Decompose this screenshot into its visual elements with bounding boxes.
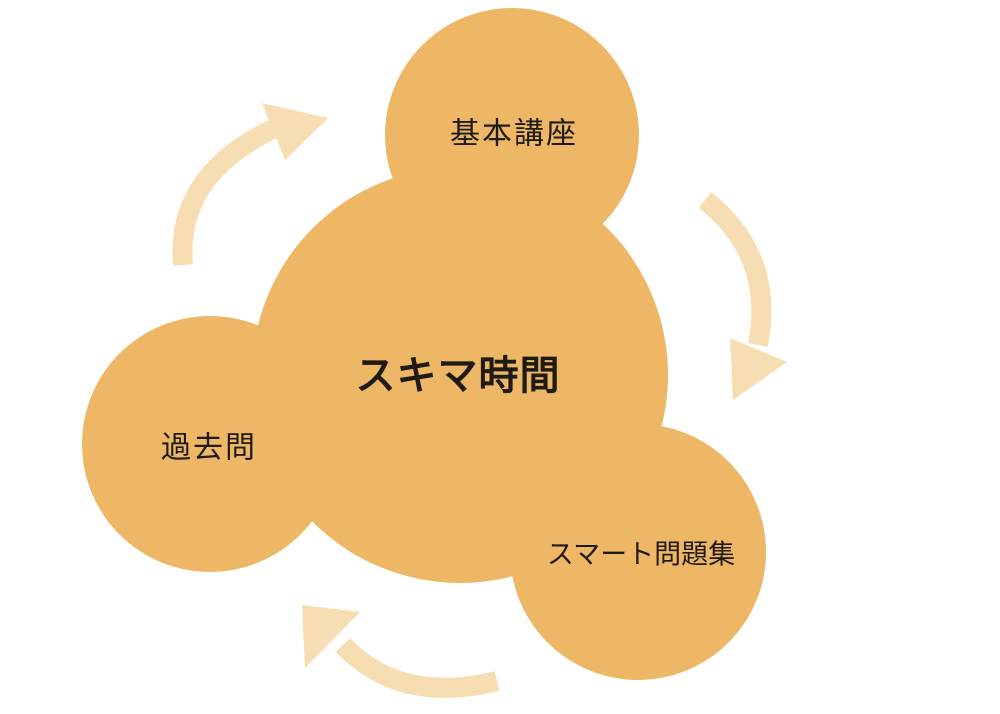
arrow-to-kihon-kouza	[172, 103, 328, 266]
node-label-smart-mondaishu: スマート問題集	[547, 540, 735, 571]
center-circle	[252, 167, 668, 583]
cycle-arrows	[172, 103, 787, 698]
arrow-to-kakomon	[302, 605, 500, 698]
center-label: スキマ時間	[356, 353, 561, 399]
circles	[82, 8, 766, 680]
node-label-kihon-kouza: 基本講座	[450, 117, 578, 152]
labels: スキマ時間 基本講座 スマート問題集 過去問	[161, 117, 735, 571]
node-label-kakomon: 過去問	[161, 431, 257, 466]
arrow-to-smart-mondaishu	[698, 192, 787, 400]
